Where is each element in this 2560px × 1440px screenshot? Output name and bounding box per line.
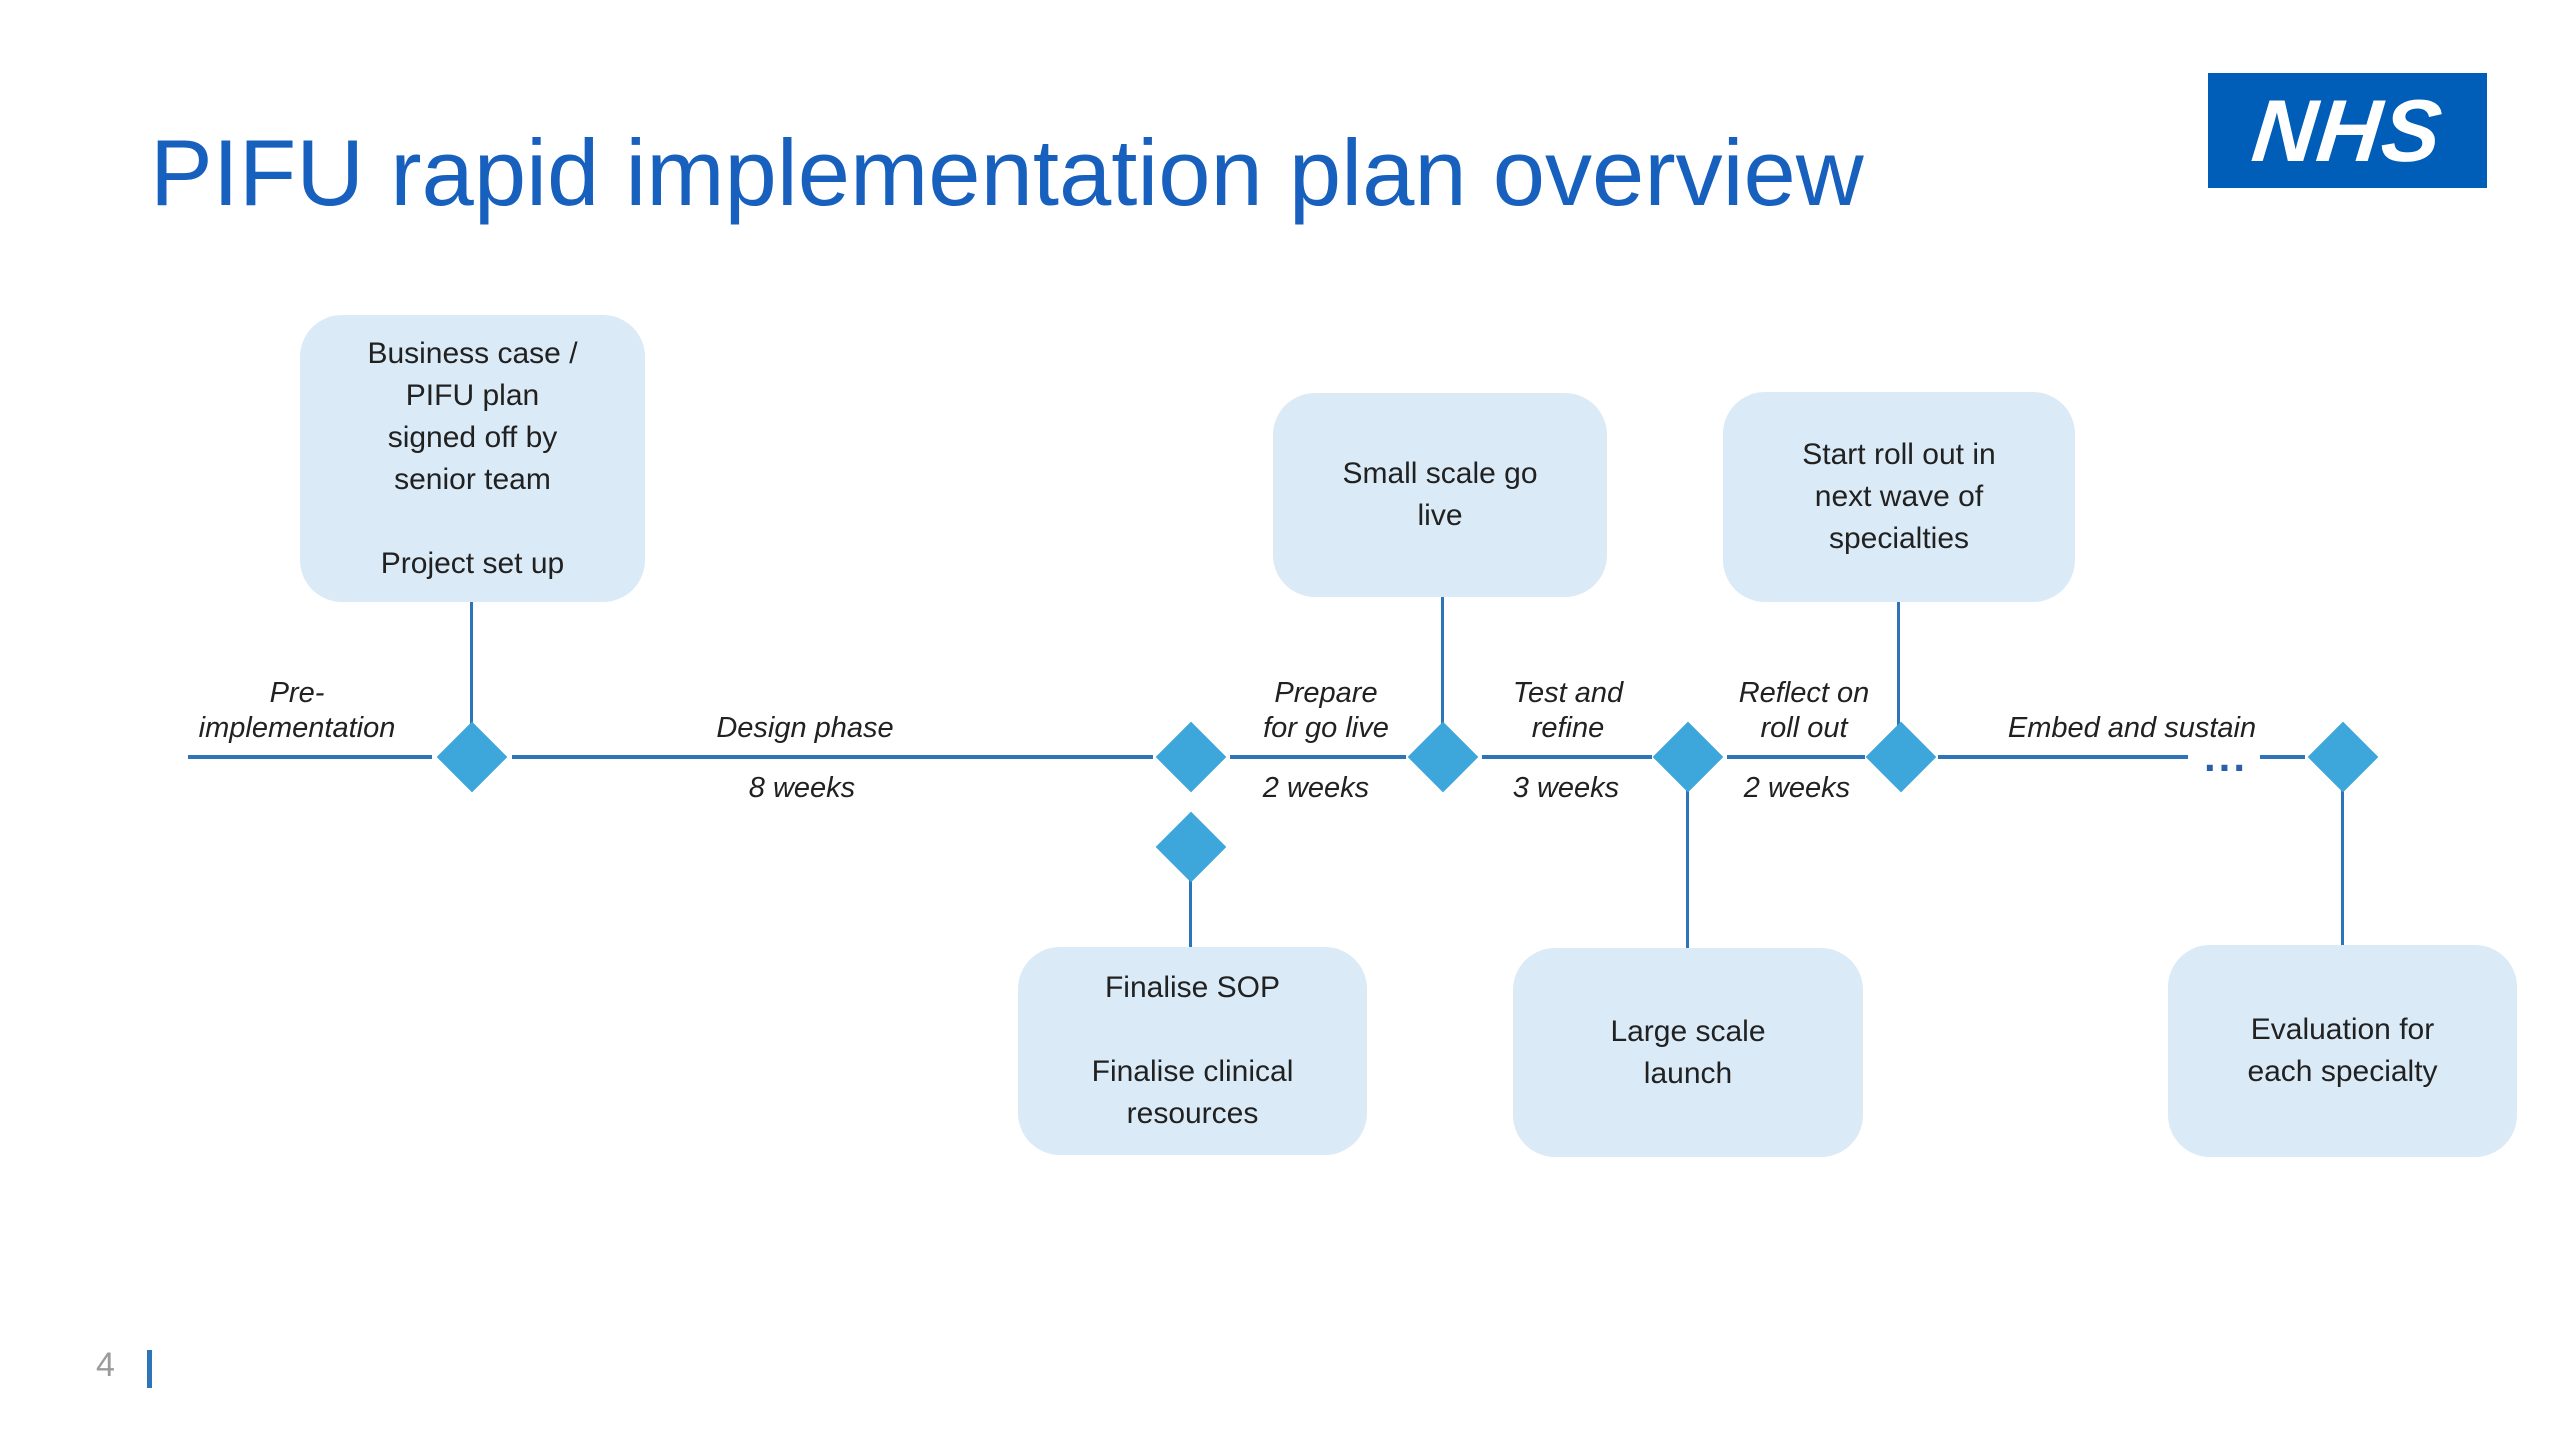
duration-reflect: 2 weeks: [1743, 772, 1851, 804]
timeline-segment: [1482, 755, 1652, 759]
phase-label-design: Design phase: [716, 712, 894, 744]
timeline-segment: [2260, 755, 2305, 759]
connector-small-scale: [1441, 597, 1444, 742]
duration-design: 8 weeks: [748, 772, 856, 804]
page-title: PIFU rapid implementation plan overview: [150, 120, 1864, 225]
timeline-ellipsis: ...: [2203, 733, 2248, 780]
phase-label-prepare: Prepare for go live: [1263, 677, 1389, 744]
callout-evaluation: Evaluation for each specialty: [2168, 945, 2517, 1157]
timeline-segment: [188, 755, 432, 759]
phase-label-embed: Embed and sustain: [2007, 712, 2257, 744]
connector-start-roll-out: [1897, 602, 1900, 742]
callout-finalise-sop: Finalise SOP Finalise clinical resources: [1018, 947, 1367, 1155]
nhs-logo: NHS: [2208, 73, 2487, 188]
callout-business-case: Business case / PIFU plan signed off by …: [300, 315, 645, 602]
milestone-diamond-2b: [1155, 811, 1227, 883]
connector-large-scale: [1686, 760, 1689, 948]
footer-divider: [147, 1350, 152, 1388]
phase-label-test: Test and refine: [1512, 677, 1624, 744]
callout-large-scale-launch: Large scale launch: [1513, 948, 1863, 1157]
callout-small-scale-go-live: Small scale go live: [1273, 393, 1607, 597]
phase-label-reflect: Reflect on roll out: [1738, 677, 1870, 744]
duration-prepare: 2 weeks: [1262, 772, 1370, 804]
connector-evaluation: [2341, 760, 2344, 945]
page-number: 4: [96, 1346, 115, 1384]
nhs-logo-text: NHS: [2247, 80, 2448, 180]
phase-label-pre-implementation: Pre- implementation: [198, 677, 396, 744]
timeline-segment: [1230, 755, 1406, 759]
callout-start-roll-out: Start roll out in next wave of specialti…: [1723, 392, 2075, 602]
duration-test: 3 weeks: [1512, 772, 1620, 804]
timeline-segment: [512, 755, 1153, 759]
timeline-segment: [1727, 755, 1865, 759]
milestone-diamond-1: [436, 721, 508, 793]
timeline-segment: [1938, 755, 2188, 759]
connector-business-case: [470, 602, 473, 742]
connector-finalise-sop: [1189, 860, 1192, 947]
